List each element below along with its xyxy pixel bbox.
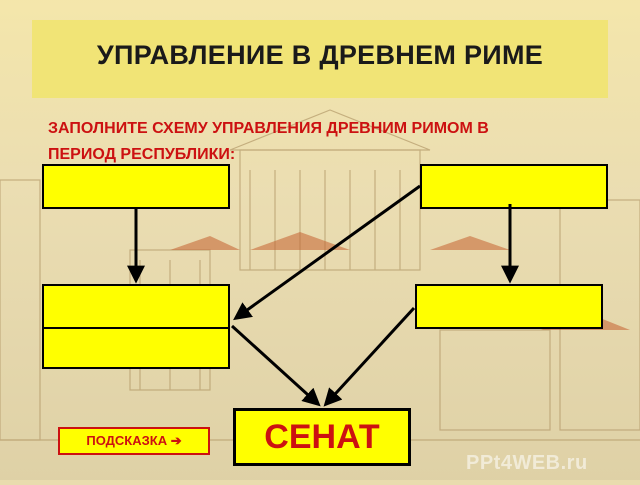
arrow-right-middle-to-senate [323, 306, 416, 407]
arrow-right-top-to-left-middle [233, 184, 421, 321]
scheme-box-left-bottom[interactable] [42, 327, 230, 369]
task-line-2: ПЕРИОД РЕСПУБЛИКИ: [48, 146, 236, 163]
arrow-left-middle-to-senate [230, 324, 321, 407]
title-band [32, 20, 608, 98]
page-title: УПРАВЛЕНИЕ В ДРЕВНЕМ РИМЕ [96, 40, 544, 70]
task-line-1: ЗАПОЛНИТЕ СХЕМУ УПРАВЛЕНИЯ ДРЕВНИМ РИМОМ… [48, 120, 489, 137]
task-instruction: ЗАПОЛНИТЕ СХЕМУ УПРАВЛЕНИЯ ДРЕВНИМ РИМОМ… [48, 116, 568, 168]
scheme-box-right-middle[interactable] [415, 284, 603, 329]
scheme-box-right-top[interactable] [420, 164, 608, 209]
hint-button[interactable]: ПОДСКАЗКА ➔ [58, 427, 210, 455]
senate-box: СЕНАТ [233, 408, 411, 466]
scheme-box-left-top[interactable] [42, 164, 230, 209]
watermark: PPt4WEB.ru [466, 452, 588, 474]
